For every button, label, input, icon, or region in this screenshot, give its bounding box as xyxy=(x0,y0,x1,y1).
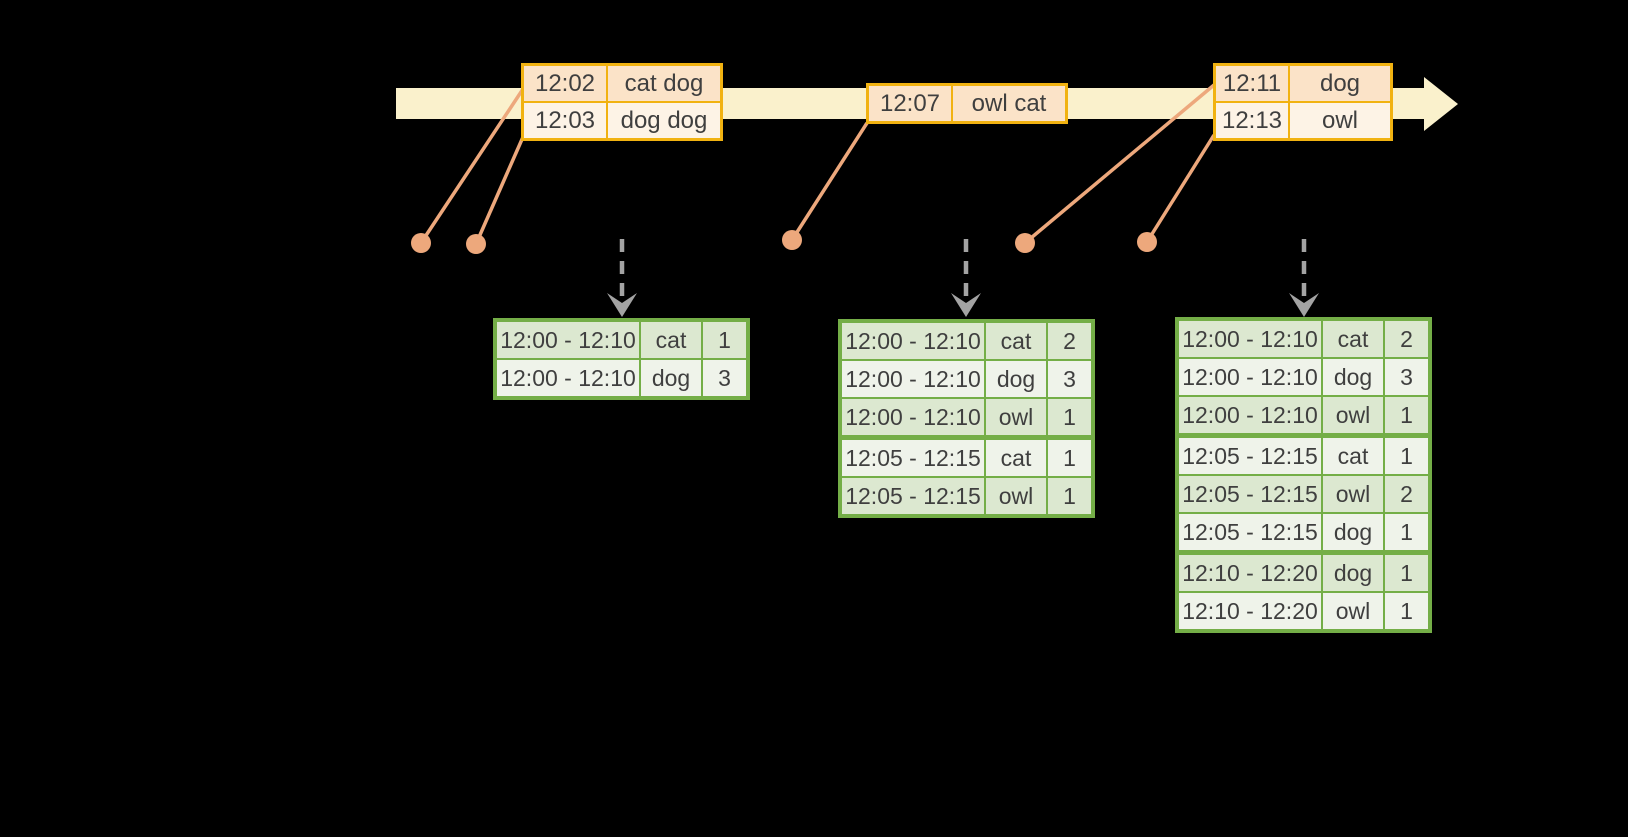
result-row: 12:10 - 12:20 owl 1 xyxy=(1179,593,1428,629)
count-cell: 3 xyxy=(1385,359,1428,395)
word-cell: owl xyxy=(986,399,1046,435)
result-row: 12:00 - 12:10 cat 2 xyxy=(1179,321,1428,357)
event-row: 12:07 owl cat xyxy=(869,86,1065,121)
event-words-cell: cat dog xyxy=(608,66,720,101)
event-time-cell: 12:07 xyxy=(869,86,951,121)
event-dot xyxy=(1137,232,1157,252)
result-row: 12:05 - 12:15 cat 1 xyxy=(1179,438,1428,474)
word-cell: cat xyxy=(1323,321,1383,357)
count-cell: 1 xyxy=(703,322,746,358)
window-cell: 12:05 - 12:15 xyxy=(1179,514,1321,550)
result-row: 12:00 - 12:10 dog 3 xyxy=(842,361,1091,397)
count-cell: 1 xyxy=(1048,478,1091,514)
window-cell: 12:05 - 12:15 xyxy=(1179,476,1321,512)
word-cell: cat xyxy=(1323,438,1383,474)
event-row: 12:13 owl xyxy=(1216,103,1390,138)
count-cell: 2 xyxy=(1385,321,1428,357)
result-table-2: 12:00 - 12:10 cat 2 12:00 - 12:10 dog 3 … xyxy=(838,319,1095,518)
event-words-cell: owl xyxy=(1290,103,1390,138)
word-cell: cat xyxy=(986,440,1046,476)
result-row: 12:05 - 12:15 owl 2 xyxy=(1179,476,1428,512)
count-cell: 1 xyxy=(1385,397,1428,433)
window-cell: 12:00 - 12:10 xyxy=(1179,321,1321,357)
count-cell: 1 xyxy=(1048,399,1091,435)
window-cell: 12:00 - 12:10 xyxy=(497,322,639,358)
word-cell: dog xyxy=(1323,514,1383,550)
word-cell: dog xyxy=(986,361,1046,397)
event-words-cell: dog xyxy=(1290,66,1390,101)
count-cell: 1 xyxy=(1385,514,1428,550)
count-cell: 1 xyxy=(1385,555,1428,591)
event-row: 12:03 dog dog xyxy=(524,103,720,138)
result-row: 12:05 - 12:15 cat 1 xyxy=(842,440,1091,476)
count-cell: 1 xyxy=(1048,440,1091,476)
result-row: 12:00 - 12:10 cat 2 xyxy=(842,323,1091,359)
window-cell: 12:10 - 12:20 xyxy=(1179,555,1321,591)
result-row: 12:10 - 12:20 dog 1 xyxy=(1179,555,1428,591)
window-cell: 12:00 - 12:10 xyxy=(1179,397,1321,433)
result-row: 12:00 - 12:10 owl 1 xyxy=(1179,397,1428,433)
word-cell: owl xyxy=(986,478,1046,514)
event-time-cell: 12:11 xyxy=(1216,66,1288,101)
word-cell: dog xyxy=(641,360,701,396)
count-cell: 2 xyxy=(1048,323,1091,359)
word-cell: owl xyxy=(1323,593,1383,629)
count-cell: 1 xyxy=(1385,593,1428,629)
window-cell: 12:05 - 12:15 xyxy=(842,440,984,476)
window-cell: 12:00 - 12:10 xyxy=(842,399,984,435)
event-time-cell: 12:03 xyxy=(524,103,606,138)
timeline-arrowhead-icon xyxy=(1424,77,1458,131)
result-row: 12:00 - 12:10 cat 1 xyxy=(497,322,746,358)
word-cell: cat xyxy=(641,322,701,358)
window-cell: 12:05 - 12:15 xyxy=(842,478,984,514)
event-words-cell: dog dog xyxy=(608,103,720,138)
event-connector-line xyxy=(474,136,525,245)
word-cell: dog xyxy=(1323,359,1383,395)
count-cell: 3 xyxy=(1048,361,1091,397)
flow-arrowhead-icon xyxy=(951,293,981,317)
event-time-cell: 12:02 xyxy=(524,66,606,101)
event-dot xyxy=(466,234,486,254)
event-row: 12:11 dog xyxy=(1216,66,1390,101)
result-row: 12:00 - 12:10 dog 3 xyxy=(1179,359,1428,395)
word-cell: owl xyxy=(1323,476,1383,512)
result-row: 12:05 - 12:15 owl 1 xyxy=(842,478,1091,514)
window-cell: 12:00 - 12:10 xyxy=(842,323,984,359)
event-table-3: 12:11 dog 12:13 owl xyxy=(1213,63,1393,141)
event-time-cell: 12:13 xyxy=(1216,103,1288,138)
count-cell: 3 xyxy=(703,360,746,396)
event-table-2: 12:07 owl cat xyxy=(866,83,1068,124)
event-connector-line xyxy=(1023,83,1216,245)
window-cell: 12:00 - 12:10 xyxy=(1179,359,1321,395)
event-connector-line xyxy=(1145,134,1216,243)
event-connector-line xyxy=(790,122,869,241)
result-row: 12:00 - 12:10 owl 1 xyxy=(842,399,1091,435)
event-dot xyxy=(782,230,802,250)
event-dot xyxy=(411,233,431,253)
event-connector-line xyxy=(419,88,525,244)
result-row: 12:05 - 12:15 dog 1 xyxy=(1179,514,1428,550)
event-row: 12:02 cat dog xyxy=(524,66,720,101)
window-cell: 12:00 - 12:10 xyxy=(842,361,984,397)
word-cell: dog xyxy=(1323,555,1383,591)
window-cell: 12:10 - 12:20 xyxy=(1179,593,1321,629)
flow-arrowhead-icon xyxy=(607,293,637,317)
count-cell: 1 xyxy=(1385,438,1428,474)
result-table-1: 12:00 - 12:10 cat 1 12:00 - 12:10 dog 3 xyxy=(493,318,750,400)
result-table-3: 12:00 - 12:10 cat 2 12:00 - 12:10 dog 3 … xyxy=(1175,317,1432,633)
event-dot xyxy=(1015,233,1035,253)
event-table-1: 12:02 cat dog 12:03 dog dog xyxy=(521,63,723,141)
window-cell: 12:00 - 12:10 xyxy=(497,360,639,396)
window-cell: 12:05 - 12:15 xyxy=(1179,438,1321,474)
event-words-cell: owl cat xyxy=(953,86,1065,121)
word-cell: cat xyxy=(986,323,1046,359)
count-cell: 2 xyxy=(1385,476,1428,512)
word-cell: owl xyxy=(1323,397,1383,433)
flow-arrowhead-icon xyxy=(1289,293,1319,317)
result-row: 12:00 - 12:10 dog 3 xyxy=(497,360,746,396)
